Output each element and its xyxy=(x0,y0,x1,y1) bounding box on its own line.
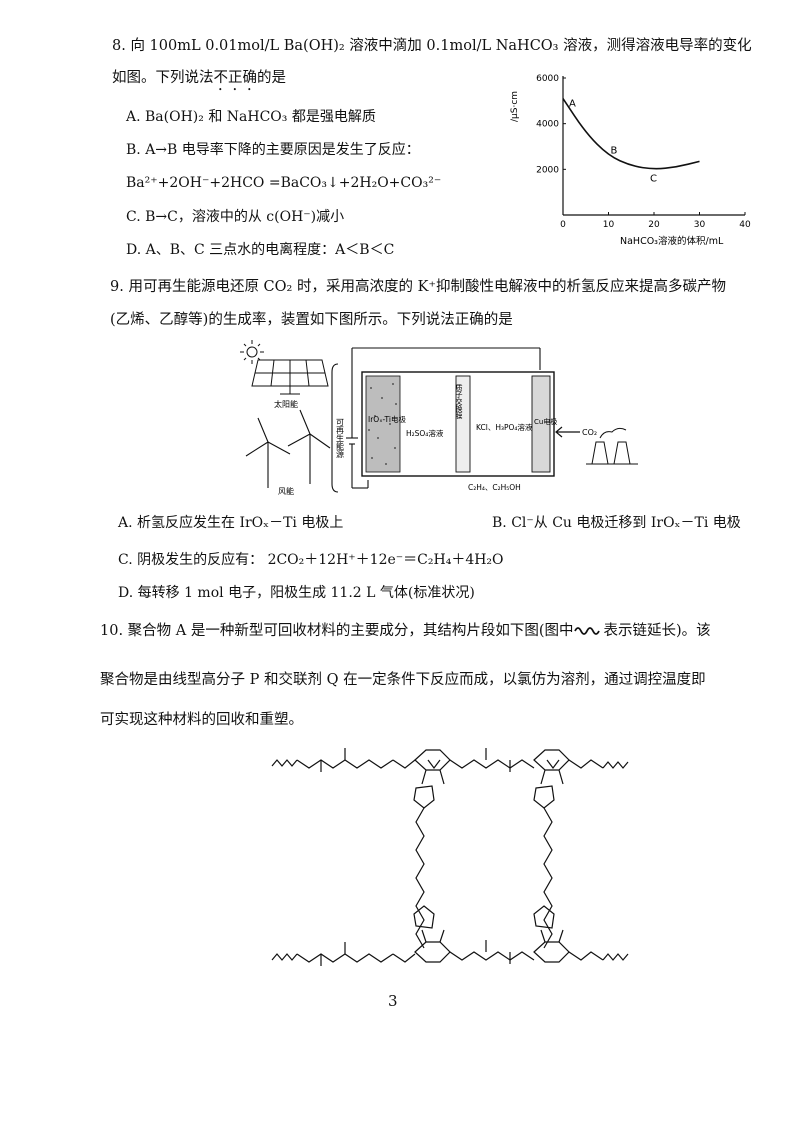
q8-option-c: C. B→C，溶液中的从 c(OH⁻)减小 xyxy=(126,209,345,225)
q8-stem-suffix: 的是 xyxy=(257,70,286,86)
page-number: 3 xyxy=(388,992,398,1010)
q9-stem-line1: 9. 用可再生能源电还原 CO₂ 时，采用高浓度的 K⁺抑制酸性电解液中的析氢反… xyxy=(110,279,727,295)
q9-option-c: C. 阴极发生的反应有： 2CO₂＋12H⁺＋12e⁻＝C₂H₄＋4H₂O xyxy=(118,552,504,568)
q10-stem-part2: 表示链延长)。该 xyxy=(603,623,711,639)
q8-option-b: B. A→B 电导率下降的主要原因是发生了反应： xyxy=(126,142,420,158)
q8-option-d: D. A、B、C 三点水的电离程度：A＜B＜C xyxy=(126,242,395,258)
polymer-structure-diagram xyxy=(271,748,629,966)
y-tick-label: 2000 xyxy=(536,165,559,175)
anode-electrode xyxy=(365,375,401,473)
point-label-c: C xyxy=(650,173,657,184)
peg-linker-left xyxy=(415,807,425,949)
catholyte-label: KCl、H₃PO₄溶液 xyxy=(476,422,533,432)
solar-label: 太阳能 xyxy=(274,399,298,409)
q9-stem-line2: (乙烯、乙醇等)的生成率，装置如下图所示。下列说法正确的是 xyxy=(110,312,513,328)
polymer-top-chain xyxy=(271,748,629,785)
circuit-wires xyxy=(346,347,541,489)
q10-stem-line3: 可实现这种材料的回收和重塑。 xyxy=(100,712,303,728)
anolyte-label: H₂SO₄溶液 xyxy=(406,428,444,438)
imide-ring-bottom xyxy=(413,905,555,929)
x-tick-label: 20 xyxy=(648,220,660,230)
polymer-bottom-chain xyxy=(271,929,629,966)
point-label-a: A xyxy=(569,99,576,110)
y-tick-label: 4000 xyxy=(536,120,559,130)
chart-ylabel: /μS·cm xyxy=(510,91,520,122)
anode-texture xyxy=(368,383,397,465)
chain-extension-wavy-icon xyxy=(573,627,600,635)
proton-exchange-membrane xyxy=(455,375,471,473)
chart-xlabel: NaHCO₃溶液的体积/mL xyxy=(620,235,724,247)
x-tick-label: 10 xyxy=(603,220,615,230)
q10-stem-line2: 聚合物是由线型高分子 P 和交联剂 Q 在一定条件下反应而成，以氯仿为溶剂，通过… xyxy=(100,672,706,688)
x-tick-label: 0 xyxy=(560,220,566,230)
chart-ticks: 0 10 20 30 40 2000 4000 6000 xyxy=(536,74,751,230)
q8-emphasis-not-correct: 不正确 xyxy=(213,70,258,86)
x-tick-label: 30 xyxy=(694,220,706,230)
factory-icon xyxy=(586,427,638,465)
co2-inlet-arrow xyxy=(555,426,580,438)
solar-panel-icon xyxy=(251,359,329,395)
q9-option-a: A. 析氢反应发生在 IrOₓ－Ti 电极上 xyxy=(118,515,344,531)
electrolytic-cell xyxy=(361,371,555,477)
q10-stem-line1: 10. 聚合物 A 是一种新型可回收材料的主要成分，其结构片段如下图(图中 表示链… xyxy=(100,621,711,641)
peg-linker-right xyxy=(543,807,553,949)
chart-point-labels: A B C xyxy=(569,99,657,185)
cathode-label: Cu电极 xyxy=(534,417,557,426)
electrolysis-diagram: 太阳能 风能 可再生能源 IrOₓ-Ti电极 H₂SO₄溶液 质子交换膜 KCl… xyxy=(240,340,638,496)
conductivity-chart: 0 10 20 30 40 2000 4000 6000 A B C /μS·cm NaHCO₃溶… xyxy=(510,74,751,247)
wind-turbine-icon xyxy=(245,409,331,488)
point-label-b: B xyxy=(611,146,618,157)
imide-ring-top xyxy=(413,785,555,809)
q8-stem-line1: 8. 向 100mL 0.01mol/L Ba(OH)₂ 溶液中滴加 0.1mo… xyxy=(112,38,752,54)
chart-axes xyxy=(562,76,745,216)
q9-option-d: D. 每转移 1 mol 电子，阳极生成 11.2 L 气体(标准状况) xyxy=(118,585,475,601)
x-tick-label: 40 xyxy=(739,220,751,230)
q10-stem-part1: 10. 聚合物 A 是一种新型可回收材料的主要成分，其结构片段如下图(图中 xyxy=(100,623,574,639)
q9-option-b: B. Cl⁻从 Cu 电极迁移到 IrOₓ－Ti 电极 xyxy=(492,515,741,531)
q8-stem-line2: 如图。下列说法不正确的是 xyxy=(112,68,286,94)
series-line xyxy=(562,98,700,170)
q8-option-b-equation: Ba²⁺+2OH⁻+2HCO =BaCO₃↓+2H₂O+CO₃²⁻ xyxy=(126,175,442,191)
source-bracket xyxy=(331,363,339,493)
q8-stem-prefix: 如图。下列说法 xyxy=(112,70,214,86)
wind-label: 风能 xyxy=(278,486,294,496)
co2-label: CO₂ xyxy=(582,428,597,437)
cathode-electrode xyxy=(531,375,551,473)
products-label: C₂H₄、C₂H₅OH xyxy=(468,483,521,492)
q8-option-a: A. Ba(OH)₂ 和 NaHCO₃ 都是强电解质 xyxy=(126,109,376,125)
y-tick-label: 6000 xyxy=(536,74,559,84)
anode-label: IrOₓ-Ti电极 xyxy=(368,414,406,424)
source-label: 可再生能源 xyxy=(336,418,345,459)
membrane-label: 质子交换膜 xyxy=(455,383,463,420)
